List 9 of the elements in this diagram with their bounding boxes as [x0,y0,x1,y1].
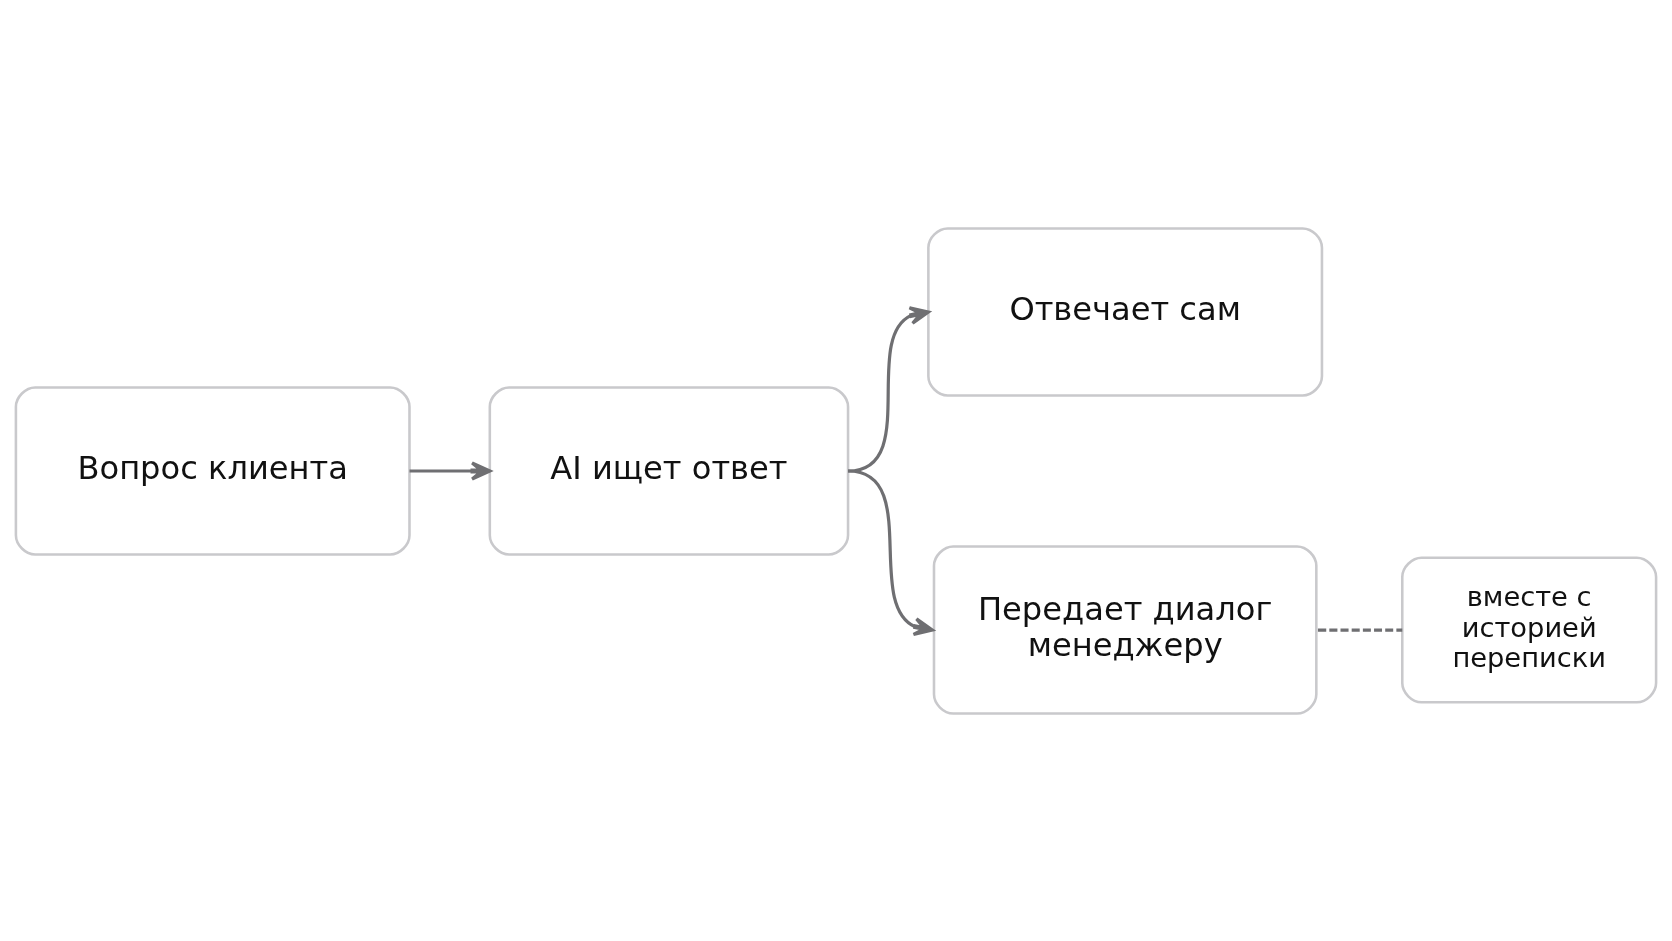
node-box: вместе с историей переписки [1401,555,1658,704]
node-box: AI ищет ответ [488,385,850,556]
node-box: Отвечает сам [927,226,1324,397]
arrow [847,468,934,636]
arrow [847,305,930,473]
node-box: Передает диалог менеджеру [932,544,1318,715]
node-box: Вопрос клиента [14,385,411,556]
arrow [409,460,492,481]
connector [1317,627,1403,632]
